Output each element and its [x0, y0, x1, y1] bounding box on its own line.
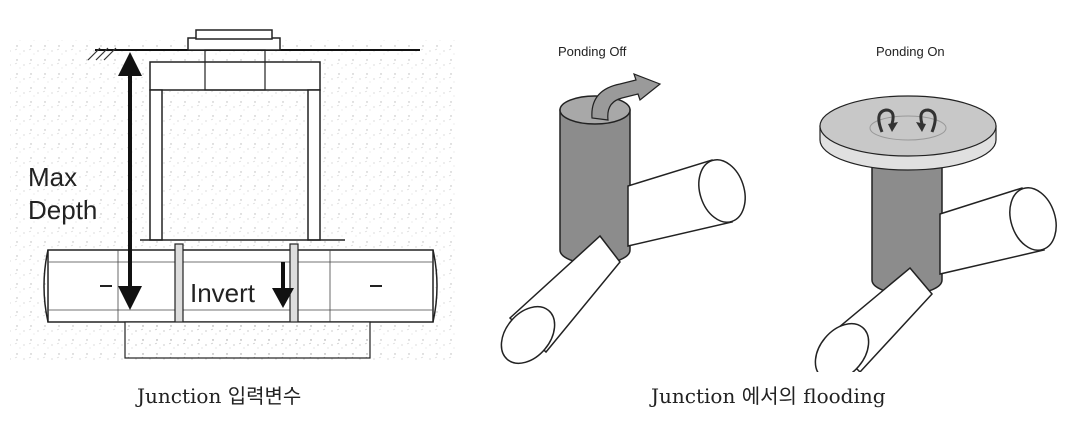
flooding-svg: Ponding Off Ponding On — [500, 44, 1057, 382]
junction-section-diagram: Max Depth Invert — [0, 0, 470, 372]
max-depth-label-line1: Max — [28, 162, 77, 192]
max-depth-label-line2: Depth — [28, 195, 97, 225]
right-caption: Junction 에서의 flooding — [651, 384, 886, 408]
ponding-on-label: Ponding On — [876, 44, 945, 59]
invert-arrow — [272, 262, 294, 308]
right-wall — [307, 89, 321, 241]
max-depth-arrow — [118, 52, 142, 310]
flooding-diagram: Ponding Off Ponding On — [470, 0, 1076, 382]
base-slab — [124, 321, 371, 359]
curl-arrow-left-icon — [877, 108, 895, 133]
top-slab — [149, 61, 321, 91]
ponding-off-label: Ponding Off — [558, 44, 627, 59]
left-wall — [149, 89, 163, 241]
ponding-on-junction — [814, 95, 1057, 382]
ground-hatch — [87, 47, 117, 61]
ponding-off-junction — [500, 72, 746, 365]
chimney — [204, 49, 266, 91]
manhole-frame — [187, 37, 281, 51]
overflow-arrow-icon — [591, 72, 662, 121]
pipe-left-end — [43, 249, 49, 323]
junction-opening — [869, 115, 947, 141]
pipe-right-end — [432, 249, 438, 323]
left-caption: Junction 입력변수 — [137, 384, 302, 408]
curl-arrow-right-icon — [919, 108, 937, 133]
junction-section-svg: Max Depth Invert — [10, 29, 455, 360]
ponding-disc — [819, 95, 997, 157]
invert-label: Invert — [190, 278, 256, 308]
manhole-cover — [195, 29, 273, 40]
right-collar — [289, 243, 299, 329]
left-collar — [174, 243, 184, 329]
